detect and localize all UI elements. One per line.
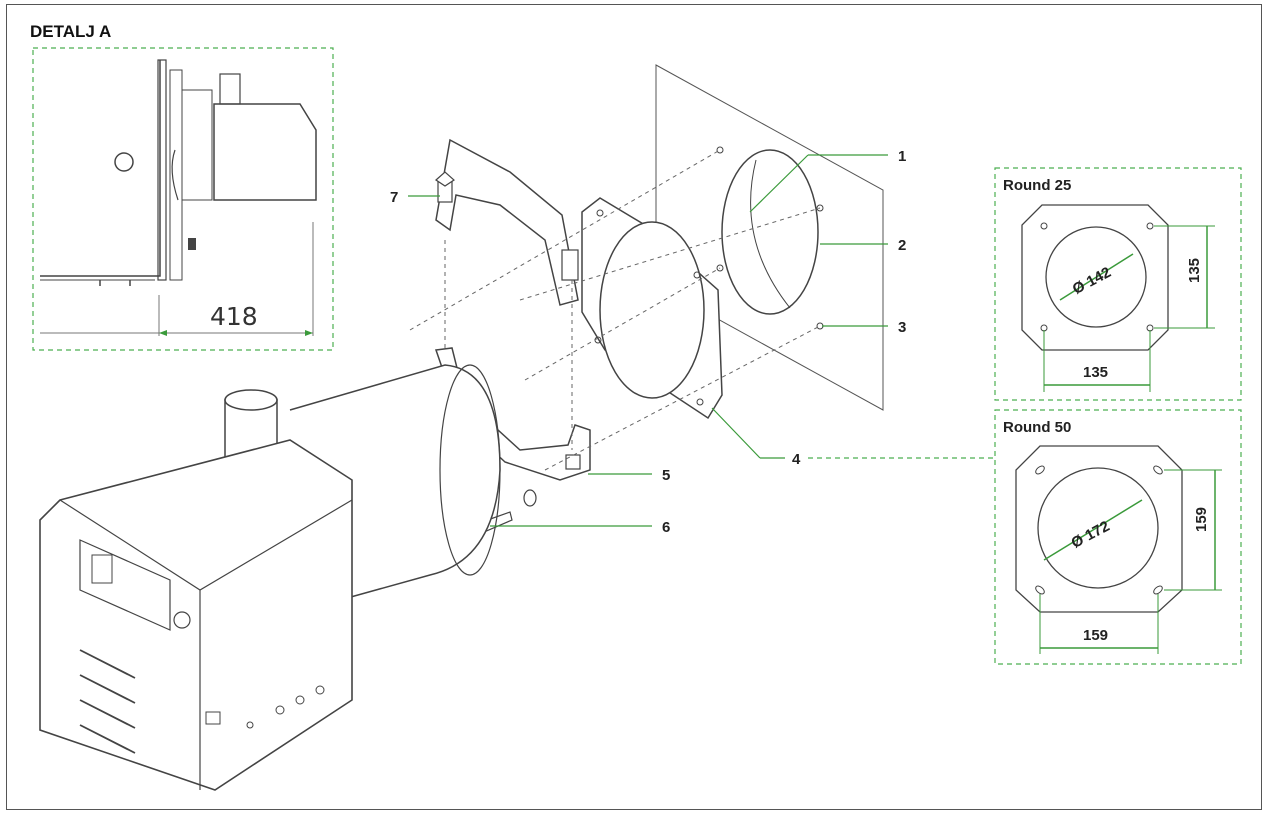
- detail-a-box: [32, 47, 334, 351]
- pellet-burner: [39, 364, 501, 791]
- round50-box: [994, 409, 1242, 665]
- round25-height: 135: [1186, 258, 1203, 283]
- callout-2: 2: [898, 237, 906, 254]
- round50-height: 159: [1193, 507, 1210, 532]
- detail-dimension: 418: [210, 302, 258, 331]
- round25-title: Round 25: [1003, 177, 1071, 194]
- round25-width: 135: [1083, 364, 1108, 381]
- clamp-ring: [434, 138, 591, 481]
- callout-4: 4: [792, 451, 801, 468]
- round50-title: Round 50: [1003, 419, 1071, 436]
- callout-6: 6: [662, 519, 670, 536]
- round50-width: 159: [1083, 627, 1108, 644]
- callout-3: 3: [898, 319, 906, 336]
- bolt-6: [474, 489, 537, 536]
- callout-leaders: [408, 154, 888, 527]
- round25-box: [994, 167, 1242, 401]
- gasket-flange: [581, 197, 723, 420]
- wall-plate: [655, 64, 884, 411]
- callout-7: 7: [390, 189, 398, 206]
- callout-1: 1: [898, 148, 906, 165]
- alignment-lines: [409, 149, 821, 471]
- callout-5: 5: [662, 467, 670, 484]
- detail-title: DETALJ A: [30, 22, 112, 41]
- diagram-frame: [6, 4, 1262, 810]
